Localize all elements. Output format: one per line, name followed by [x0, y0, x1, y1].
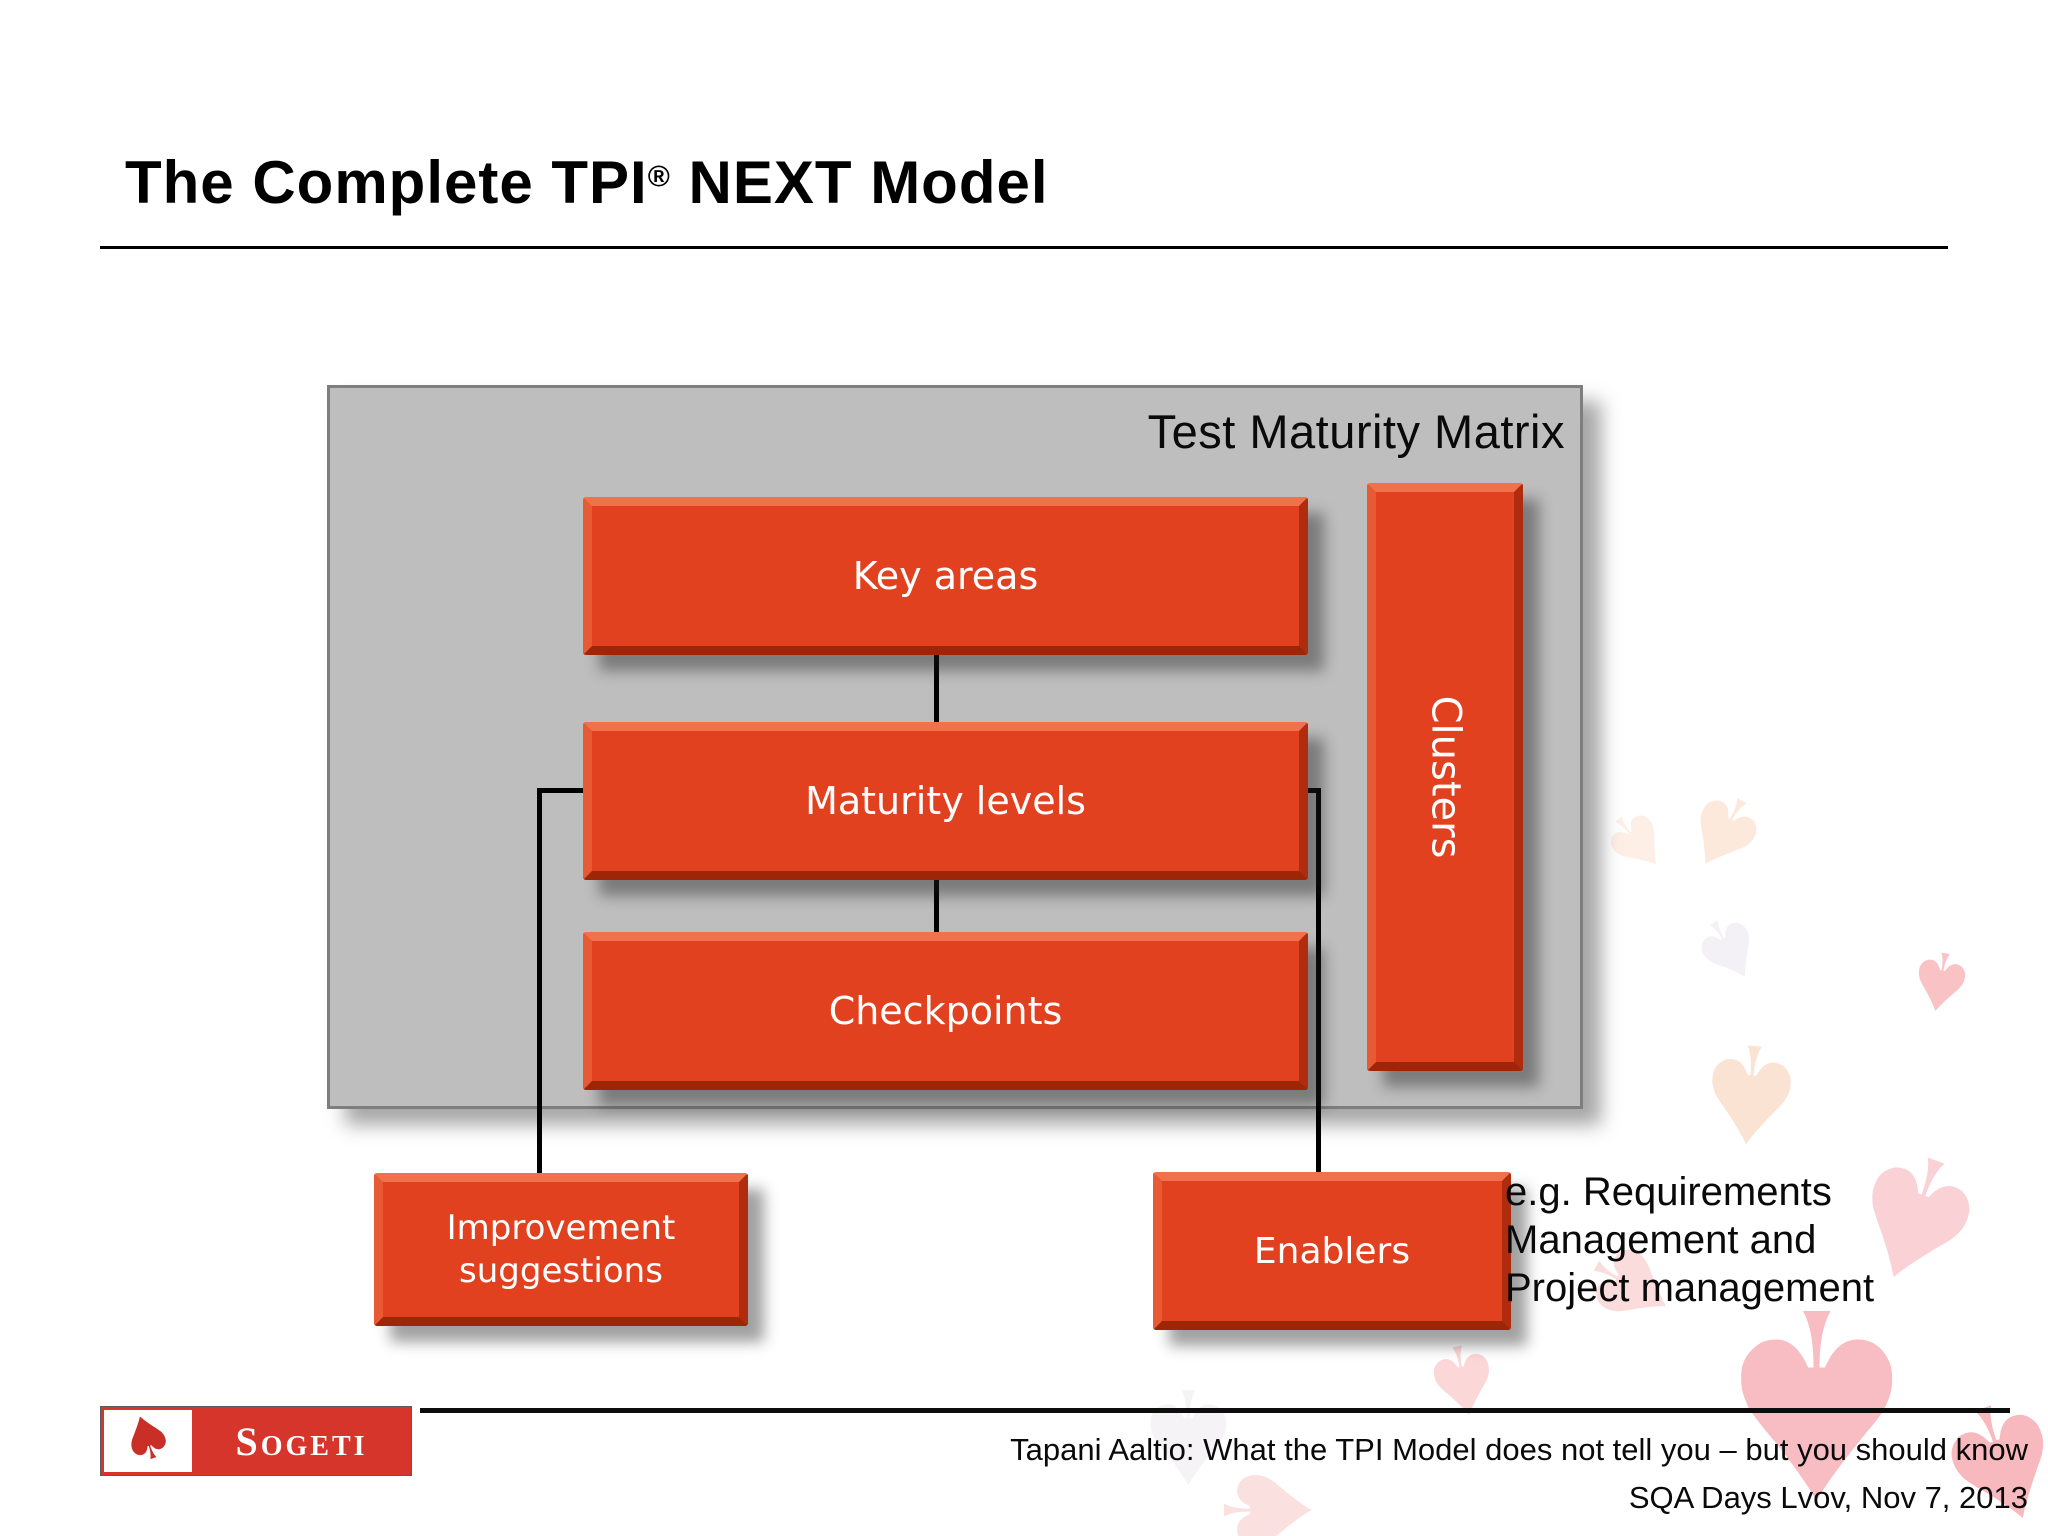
spade-decoration-icon: ♠ [1670, 885, 1786, 1010]
maturity-levels-label: Maturity levels [805, 779, 1086, 823]
spade-decoration-icon: ♠ [1656, 757, 1793, 904]
footer-event: SQA Days Lvov, Nov 7, 2013 [1628, 1480, 2028, 1515]
connector-maturity-enablers-vertical [1316, 788, 1321, 1175]
connector-maturity-improvement-horizontal [537, 788, 587, 793]
enablers-box: Enablers [1153, 1172, 1511, 1330]
checkpoints-box: Checkpoints [583, 932, 1308, 1090]
spade-decoration-icon: ♠ [1411, 1316, 1515, 1440]
spade-decoration-icon: ♠ [1897, 928, 1985, 1033]
enablers-label: Enablers [1253, 1230, 1411, 1272]
annotation-line: e.g. Requirements [1505, 1170, 1832, 1214]
spade-decoration-icon: ♠ [1578, 781, 1694, 900]
improvement-suggestions-box: Improvement suggestions [374, 1173, 748, 1326]
connector-maturity-improvement-vertical [537, 788, 542, 1176]
connector-maturity-checkpoints [934, 858, 939, 936]
sogeti-spade-icon: ♠ [110, 1410, 184, 1472]
key-areas-box: Key areas [583, 497, 1308, 655]
annotation-line: Project management [1505, 1266, 1875, 1310]
enablers-annotation: e.g. Requirements Management and Project… [1505, 1168, 2025, 1312]
sogeti-logo: ♠ Sogeti [100, 1406, 412, 1476]
page-title: The Complete TPI® NEXT Model [125, 148, 1049, 217]
footer-divider [420, 1408, 2010, 1413]
annotation-line: Management and [1505, 1218, 1817, 1262]
sogeti-logo-text: Sogeti [235, 1418, 368, 1464]
clusters-label: Clusters [1422, 695, 1468, 859]
matrix-label: Test Maturity Matrix [1147, 405, 1565, 458]
spade-decoration-icon: ♠ [1194, 1456, 1334, 1536]
title-text-cont: NEXT Model [670, 149, 1049, 216]
maturity-levels-box: Maturity levels [583, 722, 1308, 880]
improvement-suggestions-label: Improvement suggestions [446, 1208, 676, 1291]
title-underline [100, 246, 1948, 249]
key-areas-label: Key areas [852, 554, 1039, 598]
title-text: The Complete TPI [125, 149, 648, 216]
clusters-box: Clusters [1367, 483, 1523, 1071]
registered-mark: ® [647, 160, 671, 194]
connector-keyareas-maturity [934, 637, 939, 727]
footer-credit: Tapani Aaltio: What the TPI Model does n… [1010, 1432, 2028, 1467]
checkpoints-label: Checkpoints [828, 989, 1063, 1033]
sogeti-logo-emblem: ♠ [104, 1410, 192, 1472]
spade-decoration-icon: ♠ [1683, 1009, 1818, 1176]
